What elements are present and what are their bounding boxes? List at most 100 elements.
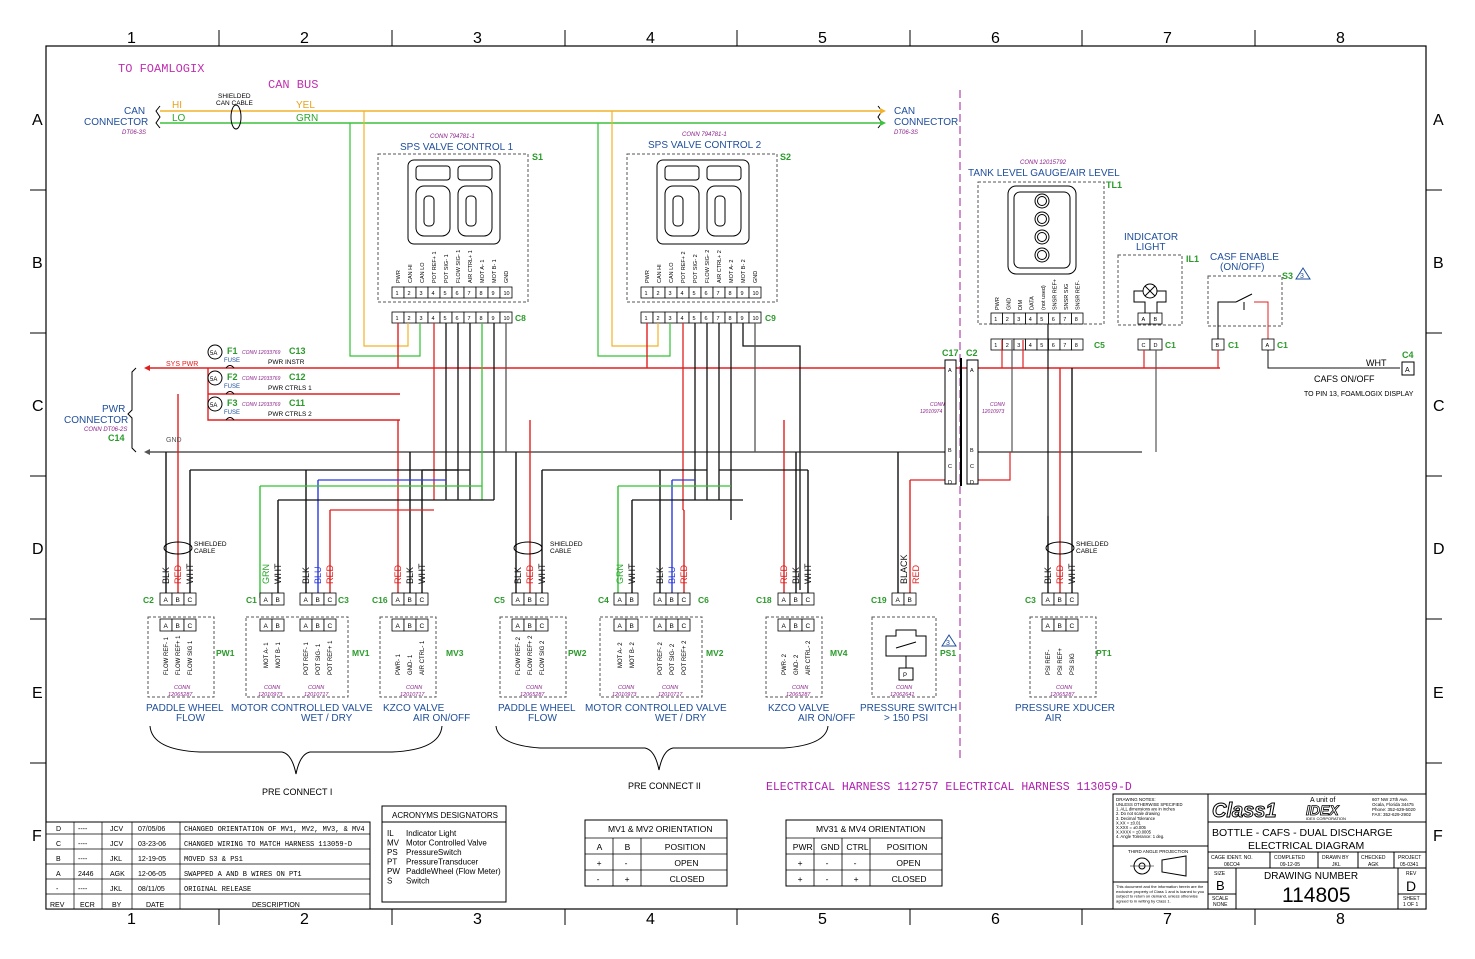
wire-color-label: RED <box>173 564 183 584</box>
unit-of-label: A unit of <box>1310 797 1335 804</box>
pw2-signal: FLOW REF- 2 <box>516 636 522 675</box>
date-cell: 08/11/05 <box>138 886 165 893</box>
pw1-body <box>147 616 215 698</box>
row-marker-right: A <box>1433 112 1444 129</box>
pw1-conn: CONN <box>174 685 190 691</box>
mv2-socket-b-pin: A <box>658 623 663 630</box>
completed-value: 09-12-05 <box>1280 862 1300 868</box>
pt1-tag: PT1 <box>1096 648 1112 658</box>
mv34-cell: PWR <box>793 842 813 852</box>
tl1-module-inner <box>1013 191 1071 269</box>
mv34-cell: - <box>826 858 829 868</box>
mv34-cell: CLOSED <box>892 874 927 884</box>
mv3-name: KZCO VALVE <box>383 703 445 714</box>
s3-note-triangle <box>1295 267 1311 280</box>
s2-pin-number: 10 <box>753 291 759 297</box>
by-cell: JKL <box>110 856 122 863</box>
sheet-value: 1 OF 1 <box>1403 902 1419 908</box>
il1-module-box <box>1117 254 1183 326</box>
mv4-plug-pin: B <box>794 597 798 604</box>
s2-pin-box <box>748 286 762 299</box>
c5-pin: 4 <box>1029 343 1032 349</box>
mv1-name-2: WET / DRY <box>301 713 353 724</box>
c5-pin: 6 <box>1052 343 1055 349</box>
pt1-conn: CONN <box>1056 685 1072 691</box>
acronyms-title: ACRONYMS DESIGNATORS <box>392 811 498 820</box>
c5-tag: C5 <box>1094 340 1105 350</box>
pw2-conn: CONN <box>526 685 542 691</box>
c8-pin: 1 <box>396 316 399 322</box>
desc-cell: ORIGINAL RELEASE <box>184 886 251 894</box>
mv3-conn: CONN <box>406 685 422 691</box>
can-hi-s2 <box>611 111 659 347</box>
s1-pin-label: MOT A- 1 <box>480 260 486 283</box>
s3-switch-wire-red <box>1254 301 1269 342</box>
c4-tag: C4 <box>1402 350 1414 360</box>
mv1-signal: POT REF+ 1 <box>328 640 334 675</box>
mv4-plug-pin: A <box>782 597 787 604</box>
column-marker-top: 8 <box>1336 30 1345 47</box>
mv3-plug-pin: A <box>396 597 401 604</box>
mv34-cell: OPEN <box>896 858 920 868</box>
mv1-socket-a-pin: A <box>264 623 269 630</box>
mv4-tag: MV4 <box>830 648 848 658</box>
f3-conn: CONN 12033769 <box>242 402 281 408</box>
s1-pin-number: 5 <box>444 291 447 297</box>
mv3-socket-pin: A <box>396 623 401 630</box>
rev-value: D <box>1406 878 1416 894</box>
c2-pin: D <box>970 480 974 486</box>
c4-to-label: TO PIN 13, FOAMLOGIX DISPLAY <box>1304 391 1414 398</box>
c5-pin: 8 <box>1075 343 1078 349</box>
mv2-socket-a-pin: B <box>630 623 634 630</box>
mv3-socket-pin: B <box>408 623 412 630</box>
column-marker-top: 3 <box>473 30 482 47</box>
pt1-socket-pin: C <box>1070 623 1075 630</box>
tl1-level-lights <box>1034 193 1050 263</box>
s3-switch-wire-black <box>1217 301 1236 342</box>
mv4-conn-2: 12065287 <box>786 692 811 698</box>
tl1-pin-number: 7 <box>1063 317 1066 323</box>
wire-color-label: WHT <box>537 563 547 584</box>
pt1-socket-pin: A <box>1046 623 1051 630</box>
pw1-name-2: FLOW <box>176 713 205 724</box>
pt1-socket-pin: B <box>1058 623 1062 630</box>
to-foamlogix-label: TO FOAMLOGIX <box>118 62 204 76</box>
s2-keypad <box>664 165 742 237</box>
pw2-body <box>499 616 567 698</box>
mv12-cell: B <box>625 842 631 852</box>
note-line: X.XXX = ±0.005 <box>1116 825 1147 830</box>
mv34-cell: CTRL <box>846 842 868 852</box>
sys-pwr-arrow <box>144 365 150 371</box>
pre-connect-2-label: PRE CONNECT II <box>628 781 701 791</box>
mv1-plug-a-pin-box <box>271 592 285 606</box>
tl1-pin-label: SNSR REF- <box>1075 280 1081 310</box>
s1-title: SPS VALVE CONTROL 1 <box>400 142 514 153</box>
pw1-plug-pin: C <box>188 597 193 604</box>
mv34-cell: GND <box>821 842 840 852</box>
desc-head: DESCRIPTION <box>252 902 300 909</box>
s1-pin-number: 2 <box>408 291 411 297</box>
pwr-connector-bracket <box>127 367 137 453</box>
s2-title: SPS VALVE CONTROL 2 <box>648 140 762 151</box>
mv12-title: MV1 & MV2 ORIENTATION <box>608 824 713 834</box>
row-marker-left: B <box>32 255 43 272</box>
rev-cell: B <box>56 856 61 863</box>
wire-color-label: BLK <box>1043 567 1053 584</box>
rev-cell: - <box>56 886 59 893</box>
note-line: 3. Decimal Tolerance <box>1116 816 1156 821</box>
pw1-socket-pin-box <box>183 618 197 632</box>
il1-pin: B <box>1154 317 1158 323</box>
address-line: Ocala, Florida 34475 <box>1372 802 1414 807</box>
note-line: 4. Angle Tolerance: 1 deg. <box>1116 834 1164 839</box>
f3-circuit: PWR CTRLS 2 <box>268 411 312 418</box>
acronym-key: S <box>387 877 392 886</box>
s2-module-box <box>626 153 778 303</box>
tl1-pin-number: 2 <box>1006 317 1009 323</box>
ps1-body <box>871 616 937 698</box>
shielded-can-cable-label-2: CAN CABLE <box>216 100 254 107</box>
shielded-cable-label-2: CABLE <box>550 548 572 555</box>
idex-corp: IDEX CORPORATION <box>1306 816 1346 821</box>
mv1-c-tag-b: C3 <box>338 595 349 605</box>
